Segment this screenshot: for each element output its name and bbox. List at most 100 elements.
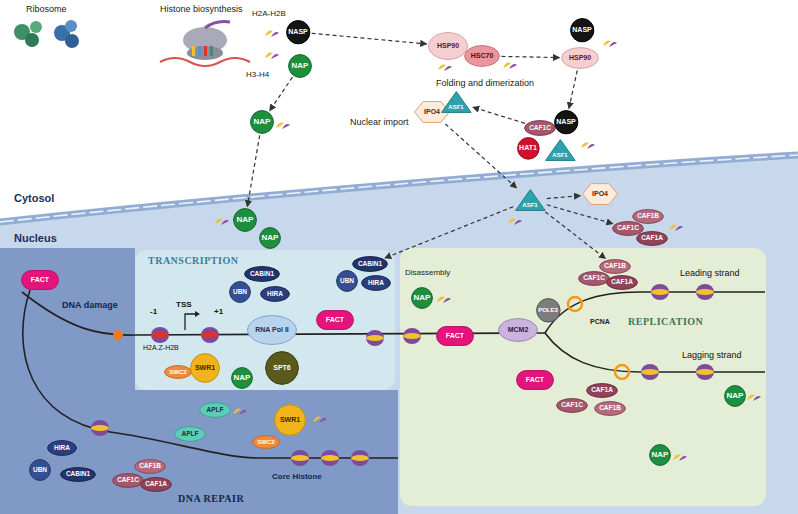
illustration-part [265,31,279,37]
illustration-part [545,292,765,333]
shape-fill [48,441,77,456]
protein-label: POLE3 [538,307,558,314]
protein-shape: CAF1A [636,231,668,246]
protein-shape: HIRA [260,286,290,302]
dashed-arrow [312,33,427,44]
illustration-part [313,417,327,423]
label-box: PCNA [590,318,610,326]
protein-shape: NAP [231,367,253,389]
shape-fill [248,316,297,345]
protein-label: FACT [526,376,544,384]
illustration-part [321,450,339,466]
label-box: H3-H4 [246,70,269,79]
shape-fill [554,110,577,133]
text-label: +1 [214,307,223,316]
shape-fill [22,271,59,290]
shape-fill [0,248,398,514]
shape-fill [266,352,299,385]
label-box: Leading strand [680,268,740,278]
protein-shape: NASP [554,110,578,134]
shape-fill [289,55,312,78]
illustration-part [30,21,42,33]
label-box: Folding and dimerization [436,78,534,88]
illustration-part [568,297,582,311]
text-label: TSS [176,300,192,309]
illustration-part [185,314,195,330]
protein-shape: SWR1 [274,404,306,436]
protein-shape: ASF1 [545,139,576,161]
protein-shape: CAF1A [606,275,638,290]
protein-label: CAF1C [617,224,639,231]
shape-fill [579,271,610,285]
shape-fill [191,354,220,383]
shape-fill [245,267,280,282]
protein-label: IPO4 [592,190,608,198]
protein-shape: NASP [286,20,310,44]
protein-label: ASF1 [448,104,463,111]
protein-shape: UBN [29,459,51,481]
protein-label: CAF1B [604,262,626,269]
protein-label: CAF1A [611,278,633,285]
shape-fill [230,282,251,303]
protein-shape: CAF1C [524,120,556,136]
protein-label: HIRA [54,444,70,451]
protein-label: FACT [31,276,49,284]
dna-strands [22,290,765,458]
protein-label: UBN [33,466,47,473]
shape-fill [61,467,96,481]
dashed-arrow [385,207,513,258]
dashed-arrow [247,135,259,206]
protein-label: NAP [262,234,279,243]
shape-fill [261,287,290,302]
protein-shape: CAF1C [612,221,644,236]
protein-label: NAP [237,216,254,225]
shape-fill [570,18,593,41]
region-panel: NAPCAF1BCAF1CCAF1AFACTMCM2POLE3FACTCAF1A… [400,248,766,506]
histone-synthesis-illustration [160,22,250,66]
protein-label: CABIN1 [250,270,274,277]
region-heading: REPLICATION [628,316,703,327]
protein-label: NAP [254,118,271,127]
illustration-part [151,327,169,343]
histone-dimers [215,31,761,461]
illustration-part [25,33,39,47]
illustration-part [673,455,687,461]
shape-fill [251,111,274,134]
shape-fill [253,436,280,449]
protein-label: SWC2 [169,369,186,376]
illustration-part [233,409,247,415]
text-label: Leading strand [680,268,740,278]
shape-fill [607,275,638,289]
shape-fill [275,405,306,436]
illustration-part [265,53,279,59]
protein-shape: NAP [724,385,746,407]
text-label: Nuclear import [350,117,409,127]
illustration-part [615,365,629,379]
protein-shape: HSC70 [464,45,500,67]
protein-shape: FACT [316,310,354,330]
label-box: Ribosome [26,4,67,14]
protein-shape: HIRA [47,440,77,456]
illustration-part [747,395,761,401]
protein-shape: CABIN1 [60,467,96,482]
text-label: -1 [150,307,157,316]
shape-fill [400,248,766,506]
shape-fill [650,445,671,466]
protein-label: CAF1A [145,480,167,487]
illustration-part [603,41,617,47]
protein-shape: CAF1A [140,477,172,492]
protein-label: SWR1 [195,364,215,372]
protein-label: NAP [292,62,309,71]
protein-shape: CAF1B [632,209,664,224]
protein-shape: APLF [174,426,206,442]
text-label: Nucleus [14,232,57,245]
illustration-part [54,25,70,41]
protein-shape: CAF1C [556,398,588,413]
protein-shape: CABIN1 [352,256,388,272]
illustration-part [696,364,714,380]
shape-fill [637,231,668,245]
illustration-part [508,219,522,225]
illustration-part [187,46,223,60]
